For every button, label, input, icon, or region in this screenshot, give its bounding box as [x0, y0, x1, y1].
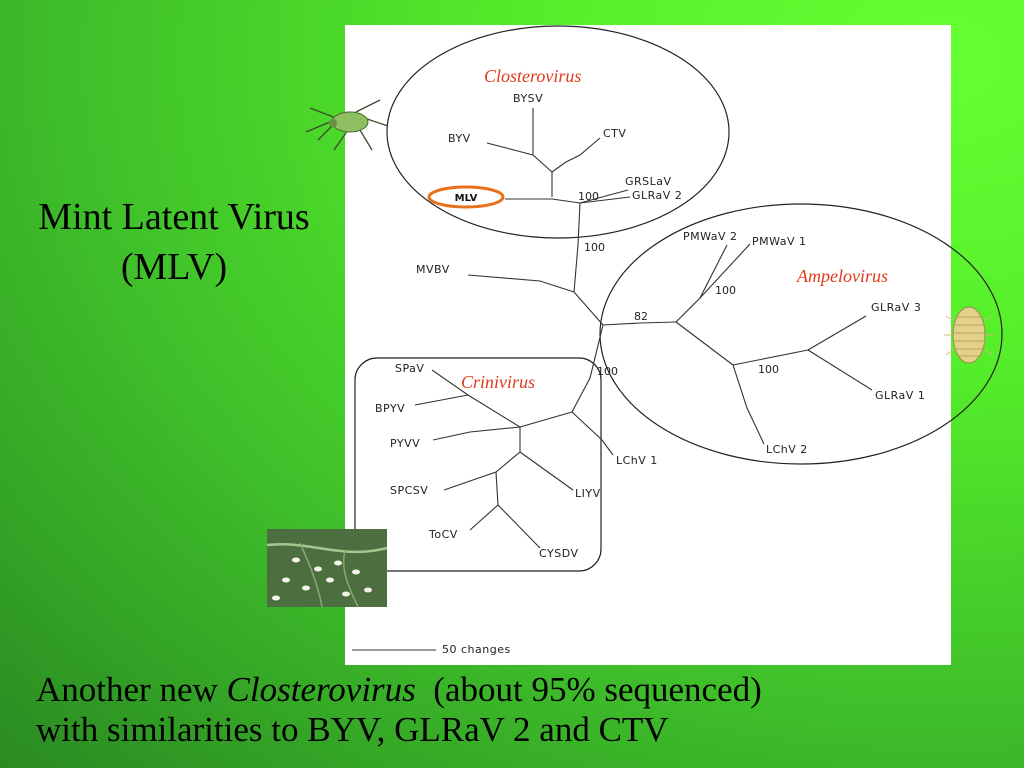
caption-line-1-italic: Closterovirus: [226, 670, 416, 709]
ampelovirus-outline: [599, 203, 1003, 465]
bootstrap-closterovirus-node: 100: [578, 190, 599, 203]
bootstrap-crinivirus-node: 100: [597, 365, 618, 378]
leaf-tocv: ToCV: [428, 528, 458, 541]
closterovirus-outline: [386, 25, 730, 239]
leaf-mvbv: MVBV: [416, 263, 450, 276]
leaf-spav: SPaV: [395, 362, 424, 375]
slide-title: Mint Latent Virus (MLV): [0, 192, 348, 292]
leaf-glrav1: GLRaV 1: [875, 389, 925, 402]
leaf-ctv: CTV: [603, 127, 626, 140]
genus-crinivirus: Crinivirus: [461, 372, 535, 392]
aphid-icon: [305, 99, 389, 151]
bootstrap-pmwav-node: 100: [715, 284, 736, 297]
phylogenetic-tree-panel: [345, 25, 951, 665]
whitefly-leaf-icon: [266, 529, 388, 608]
scale-bar-label: 50 changes: [442, 643, 511, 656]
leaf-byv: BYV: [448, 132, 471, 145]
bootstrap-glrav-node: 100: [758, 363, 779, 376]
caption-line-1-post: (about 95% sequenced): [415, 670, 762, 709]
leaf-mlv: MLV: [455, 193, 478, 204]
leaf-pmwav2: PMWaV 2: [683, 230, 738, 243]
genus-closterovirus: Closterovirus: [484, 66, 581, 86]
caption-line-1-pre: Another new: [36, 670, 227, 709]
mealybug-icon: [944, 306, 994, 364]
leaf-bysv: BYSV: [513, 92, 543, 105]
leaf-bpyv: BPYV: [375, 402, 405, 415]
mlv-highlight: [427, 185, 505, 209]
leaf-lchv1: LChV 1: [616, 454, 658, 467]
crinivirus-outline: [354, 357, 602, 572]
tree-branches: [414, 108, 873, 549]
leaf-pyvv: PYVV: [390, 437, 420, 450]
leaf-glrav2: GLRaV 2: [632, 189, 682, 202]
leaf-spcsv: SPCSV: [390, 484, 428, 497]
caption-line-2: with similarities to BYV, GLRaV 2 and CT…: [36, 710, 669, 749]
title-line-2: (MLV): [120, 246, 228, 288]
bootstrap-closterovirus-stem: 100: [584, 241, 605, 254]
leaf-pmwav1: PMWaV 1: [752, 235, 807, 248]
title-line-1: Mint Latent Virus: [38, 196, 310, 238]
leaf-liyv: LIYV: [575, 487, 601, 500]
bootstrap-ampelovirus-stem: 82: [634, 310, 648, 323]
genus-ampelovirus: Ampelovirus: [796, 266, 888, 286]
leaf-cysdv: CYSDV: [539, 547, 579, 560]
leaf-glrav3: GLRaV 3: [871, 301, 921, 314]
caption-line-1: Another new Closterovirus (about 95% seq…: [36, 670, 1016, 710]
leaf-lchv2: LChV 2: [766, 443, 808, 456]
slide-caption: Another new Closterovirus (about 95% seq…: [36, 670, 1016, 750]
leaf-grslav: GRSLaV: [625, 175, 672, 188]
